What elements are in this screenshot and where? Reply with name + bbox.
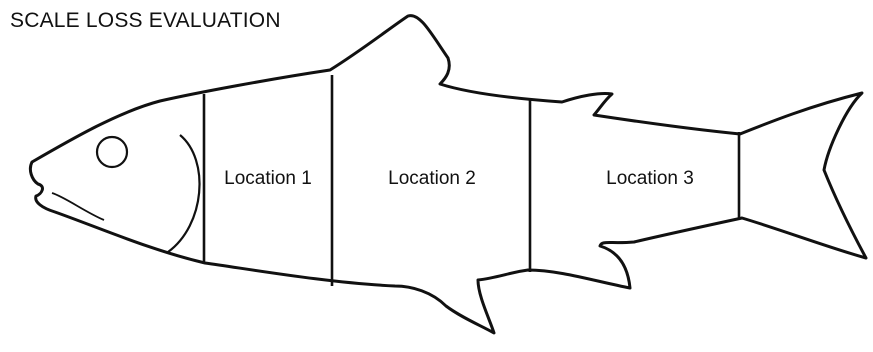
eye-mark [97,137,127,167]
diagram-title: SCALE LOSS EVALUATION [10,9,281,33]
location-2-label: Location 2 [388,168,476,189]
location-1-label: Location 1 [224,168,312,189]
location-3-label: Location 3 [606,168,694,189]
